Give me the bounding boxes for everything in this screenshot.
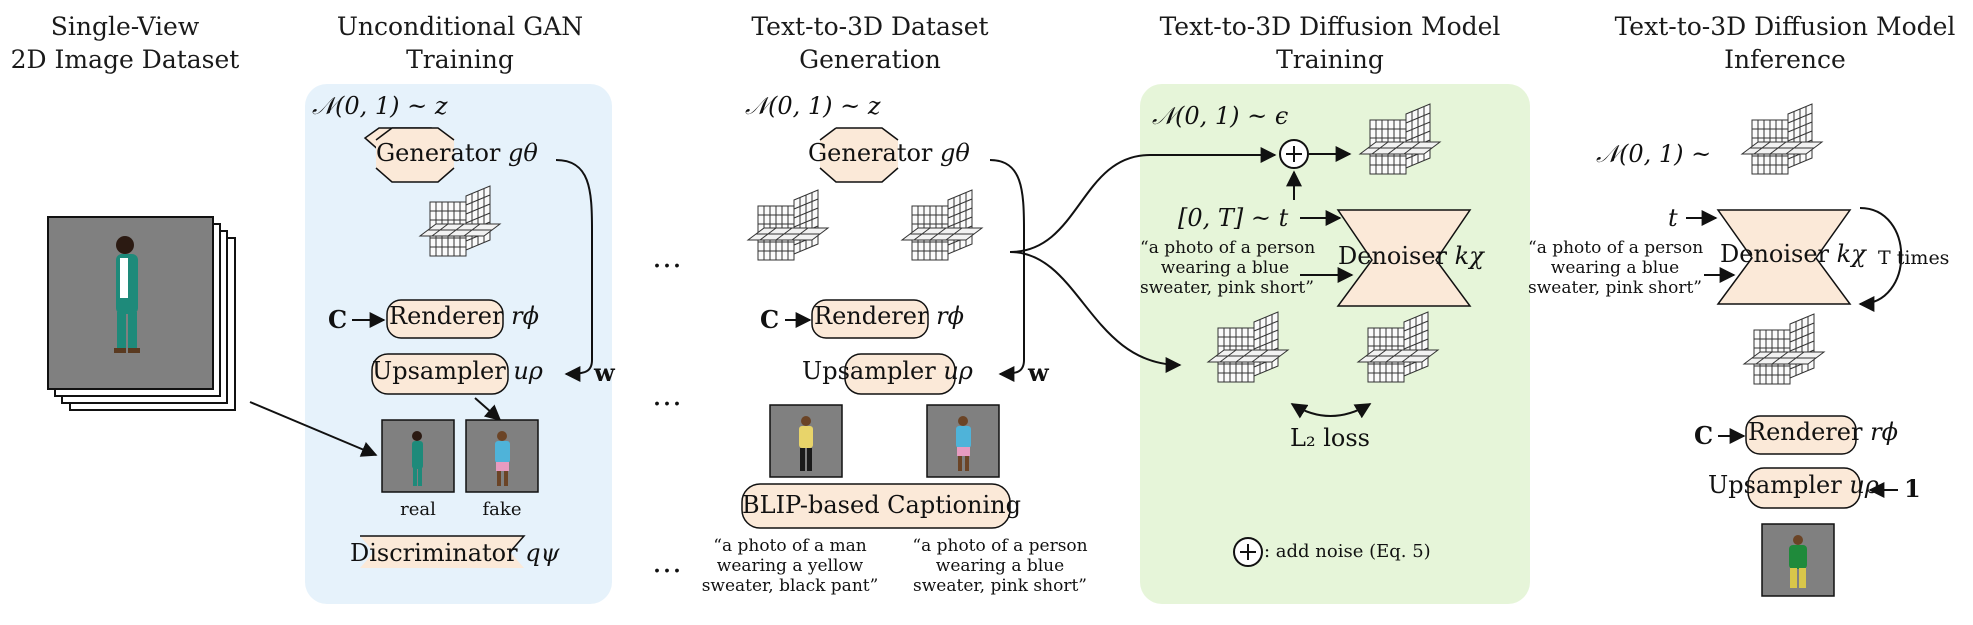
gan-w-arrow [555, 159, 593, 382]
gen-renderer-block [811, 299, 929, 339]
t-times-label: T times [1878, 247, 1950, 269]
gan-upsampler-label: Upsampler uρ [372, 357, 543, 385]
l2-loss-arrow [1290, 403, 1372, 419]
l2-loss-label: L₂ loss [1290, 424, 1370, 452]
infer-noise-triplane-icon [1741, 103, 1823, 175]
branch-to-target-triplane [1009, 251, 1182, 373]
infer-upsampler-block [1747, 467, 1861, 509]
gen-generator-block [819, 127, 899, 183]
gen-triplane-icon-left [747, 189, 829, 261]
infer-c-label: C [1694, 421, 1714, 450]
fake-label: fake [482, 499, 522, 520]
train-time-label: [0, T] ~ t [1178, 204, 1289, 232]
gan-c-label: C [328, 305, 348, 334]
title-diff-inference: Text-to-3D Diffusion Model Inference [1614, 12, 1956, 74]
arrow-stack-to-real [249, 401, 378, 457]
gan-discriminator-block [360, 536, 524, 568]
ellipsis-3: … [652, 545, 686, 580]
t-times-loop-arrow [1858, 207, 1903, 312]
gan-generator-block [363, 127, 455, 183]
title-diff-training: Text-to-3D Diffusion Model Training [1159, 12, 1501, 74]
real-image [381, 419, 455, 493]
gan-training-panel [305, 84, 612, 604]
infer-prompt: “a photo of a person wearing a blue swea… [1528, 238, 1704, 298]
infer-denoiser-label: Denoiser kχ [1720, 240, 1866, 268]
train-noise-label: 𝒩(0, 1) ~ ϵ [1152, 102, 1289, 130]
train-pred-triplane-icon [1357, 311, 1439, 383]
gen-generator-label: Generator gθ [808, 139, 970, 167]
image-stack [47, 216, 236, 411]
infer-noise-label: 𝒩(0, 1) ~ [1596, 140, 1712, 168]
ellipsis-2: … [652, 378, 686, 413]
title-dataset-gen: Text-to-3D Dataset Generation [751, 12, 989, 74]
fake-image [465, 419, 539, 493]
gan-renderer-label: Renderer rϕ [389, 302, 539, 330]
ellipsis-1: … [652, 240, 686, 275]
train-denoiser-block [1336, 209, 1472, 307]
gen-image-left [769, 404, 843, 478]
gan-discriminator-label: Discriminator qψ [350, 539, 560, 567]
gen-upsampler-block [844, 353, 956, 395]
gen-renderer-label: Renderer rϕ [814, 302, 964, 330]
gen-c-label: C [760, 305, 780, 334]
gen-image-right [926, 404, 1000, 478]
blip-captioning-block [741, 483, 1011, 529]
caption-right: “a photo of a person wearing a blue swea… [912, 536, 1088, 596]
infer-one-label: 1 [1904, 474, 1921, 503]
train-noisy-triplane-icon [1359, 103, 1441, 175]
gan-noise-label: 𝒩(0, 1) ~ z [312, 92, 448, 120]
gan-w-label: w [594, 358, 615, 387]
branch-to-add-noise [1009, 147, 1277, 253]
infer-result-triplane-icon [1743, 313, 1825, 385]
gan-triplane-icon [419, 185, 501, 257]
gen-triplane-icon-right [901, 189, 983, 261]
infer-output-image [1761, 523, 1835, 597]
train-prompt: “a photo of a person wearing a blue swea… [1140, 238, 1316, 298]
gen-w-label: w [1028, 358, 1049, 387]
title-single-view: Single-View 2D Image Dataset [10, 12, 240, 74]
infer-upsampler-label: Upsampler uρ [1708, 471, 1879, 499]
gan-generator-label: Generator gθ [376, 139, 538, 167]
gan-renderer-block [386, 299, 504, 339]
real-label: real [400, 499, 436, 520]
gen-w-arrow [989, 159, 1025, 382]
diffusion-training-panel [1140, 84, 1530, 604]
infer-renderer-label: Renderer rϕ [1748, 418, 1898, 446]
gan-upsampler-block [371, 353, 509, 395]
gen-noise-label: 𝒩(0, 1) ~ z [745, 92, 881, 120]
infer-denoiser-block [1716, 209, 1852, 305]
gen-upsampler-label: Upsampler uρ [802, 357, 973, 385]
caption-left: “a photo of a man wearing a yellow sweat… [701, 536, 879, 596]
legend-add-noise-label: : add noise (Eq. 5) [1264, 541, 1431, 562]
infer-t-label: t [1668, 204, 1678, 232]
train-denoiser-label: Denoiser kχ [1338, 242, 1484, 270]
infer-renderer-block [1745, 415, 1857, 455]
blip-captioning-label: BLIP-based Captioning [742, 491, 1021, 519]
gan-upsampler-to-fake-arrow [474, 397, 502, 422]
title-gan-training: Unconditional GAN Training [336, 12, 584, 74]
train-target-triplane-icon [1207, 311, 1289, 383]
